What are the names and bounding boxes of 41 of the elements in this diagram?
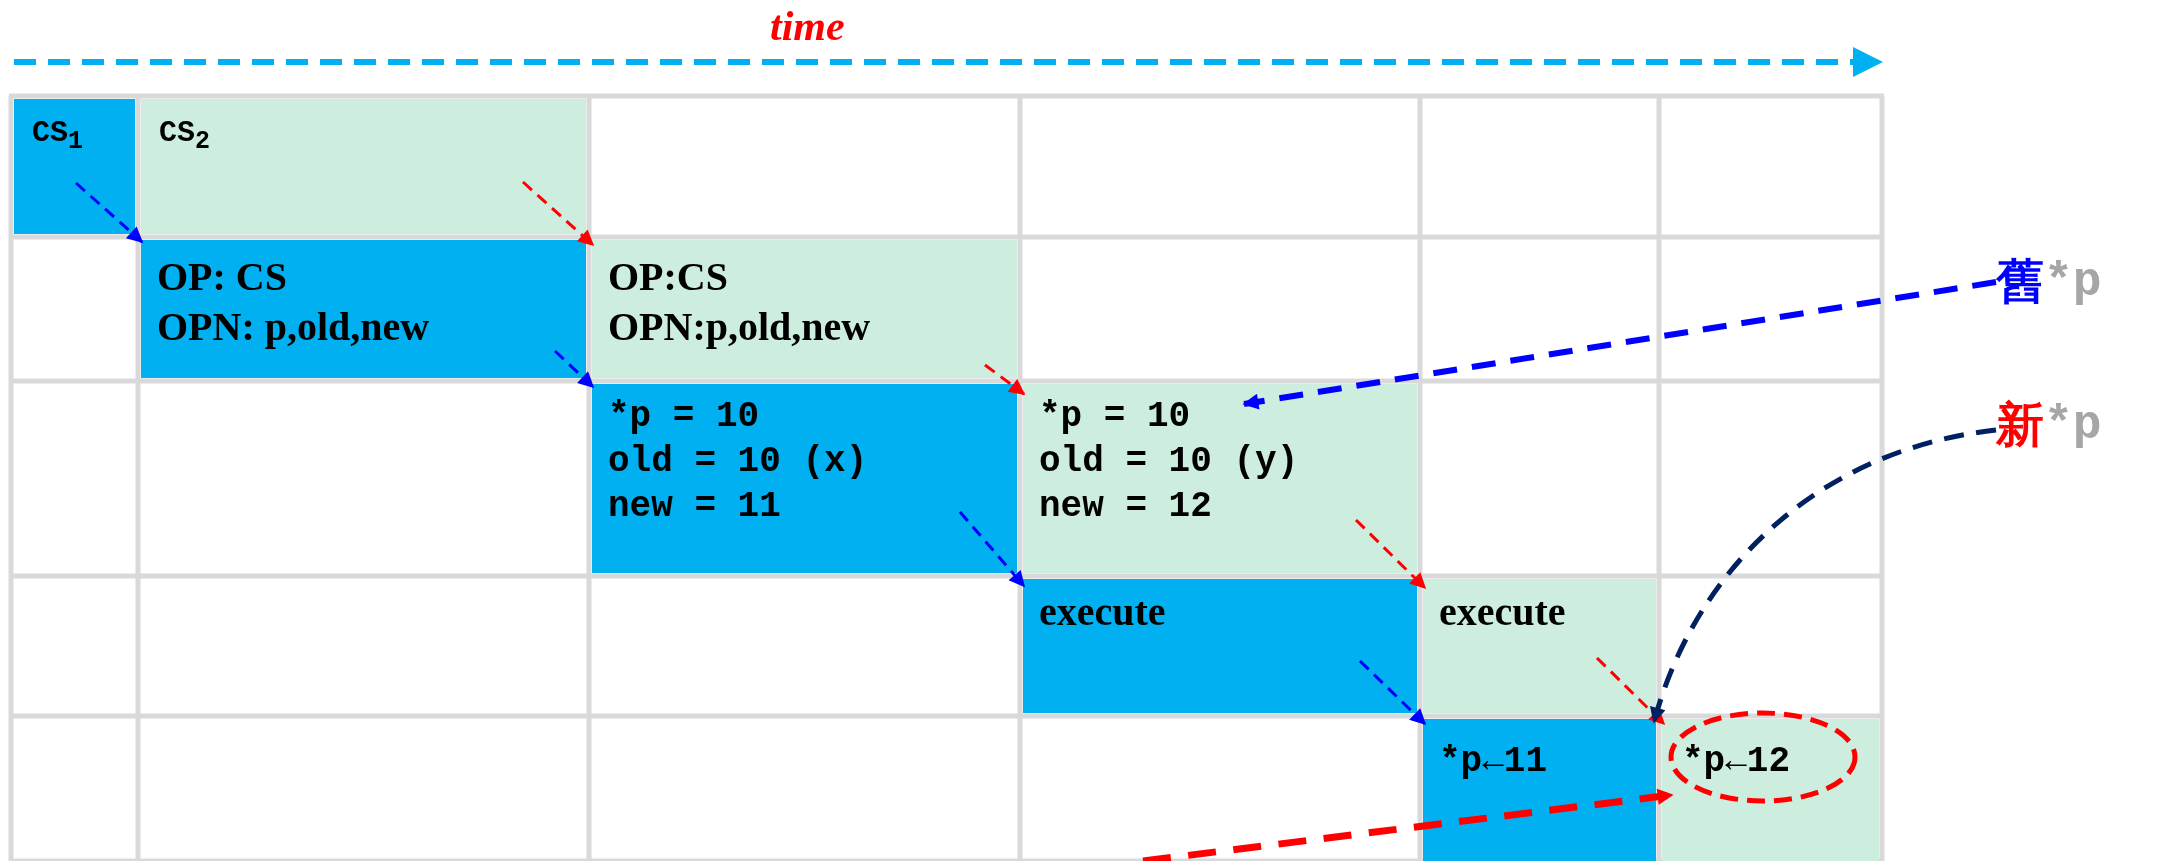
- process-box: [1023, 579, 1417, 713]
- arrow: [1142, 788, 1674, 861]
- arrow: [984, 363, 1026, 396]
- process-box: [141, 99, 586, 234]
- axis-label: time: [770, 2, 845, 50]
- pointer-label: *p: [2044, 397, 2102, 454]
- step-text: CS$_{2}$: [159, 115, 211, 158]
- arrow: [1650, 427, 1997, 724]
- process-box: [14, 99, 135, 234]
- arrow: [958, 511, 1026, 588]
- pointer-label: 新: [1996, 397, 2044, 453]
- arrow: [522, 180, 595, 247]
- step-text: CS$_{1}$: [32, 115, 84, 158]
- step-text: *p←12: [1682, 740, 1791, 784]
- process-box: [592, 240, 1017, 378]
- arrow: [1595, 656, 1666, 726]
- step-text: *p = 10: [1039, 395, 1191, 439]
- process-box: [141, 240, 586, 378]
- pointer-label: *p: [2044, 254, 2102, 311]
- arrow: [1354, 518, 1427, 590]
- step-text: old = 10 (x): [608, 440, 868, 484]
- step-text: execute: [1039, 588, 1166, 636]
- arrow: [553, 349, 595, 389]
- step-text: *p = 10: [608, 395, 760, 439]
- step-text: new = 12: [1039, 485, 1212, 529]
- step-text: OPN:p,old,new: [608, 303, 871, 351]
- step-text: OPN: p,old,new: [157, 303, 430, 351]
- process-box: [1423, 719, 1656, 861]
- arrow: [1242, 279, 1997, 410]
- step-text: OP:CS: [608, 253, 728, 301]
- pointer-label: 舊: [1996, 254, 2044, 310]
- step-text: *p←11: [1439, 740, 1548, 784]
- process-box: [592, 384, 1017, 573]
- step-text: execute: [1439, 588, 1566, 636]
- step-text: new = 11: [608, 485, 781, 529]
- step-text: old = 10 (y): [1039, 440, 1299, 484]
- arrow: [75, 181, 144, 244]
- step-text: OP: CS: [157, 253, 287, 301]
- process-box: [1023, 384, 1417, 573]
- process-box: [1423, 579, 1656, 713]
- arrow: [1358, 659, 1427, 726]
